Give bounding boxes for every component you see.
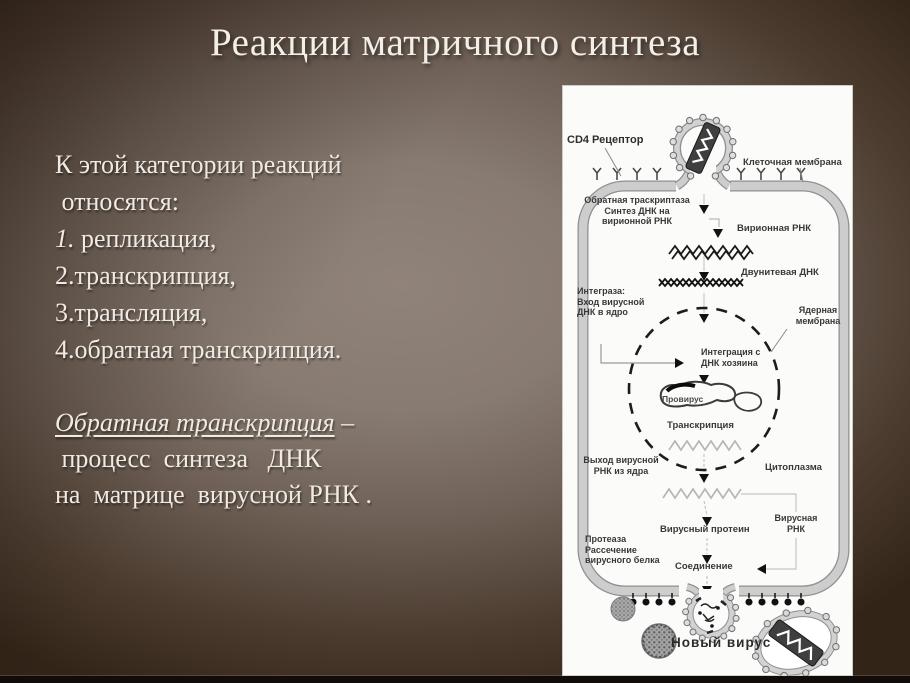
viral-rna-connector	[741, 493, 797, 574]
receptor-icons	[592, 167, 806, 180]
list-item: 1. репликация,	[55, 224, 217, 253]
definition-line-3: на матрице вирусной РНК .	[55, 480, 372, 509]
definition-term-line: Обратная транскрипция –	[55, 408, 355, 437]
label-new-virus: Новый вирус	[671, 635, 772, 650]
bottom-edge-highlight	[0, 675, 910, 676]
label-viral-rna: Вирусная РНК	[774, 513, 818, 534]
entering-virus-icon	[669, 113, 737, 190]
label-integration: Интеграция с ДНК хозяина	[701, 347, 761, 368]
list-item: 3.трансляция,	[55, 298, 208, 327]
diagram-graphics	[577, 113, 850, 677]
list-item: 4.обратная транскрипция.	[55, 335, 342, 364]
capsid-sphere-large	[641, 623, 677, 659]
virion-rna-zigzag	[668, 244, 754, 261]
label-cytoplasm: Цитоплазма	[765, 462, 822, 473]
label-virion-rna: Вирионная РНК	[737, 223, 812, 234]
cd4-pointer-line	[604, 147, 622, 177]
label-reverse-transcriptase: Обратная траскриптаза Синтез ДНК на вири…	[584, 195, 690, 227]
label-cell-membrane: Клеточная мембрана	[743, 157, 842, 168]
slide-title: Реакции матричного синтеза	[209, 21, 701, 64]
label-transcription: Транскрипция	[667, 420, 734, 431]
body-line-1: К этой категории реакций	[55, 150, 342, 179]
label-protease: Протеаза Рассечение вирусного белка	[585, 534, 660, 566]
flow-arrows	[699, 194, 723, 595]
viral-rna-core-icon	[685, 122, 721, 174]
label-viral-protein: Вирусный протеин	[660, 524, 750, 535]
definition-block: Обратная транскрипция – процесс синтеза …	[55, 405, 545, 513]
label-double-dna: Двунитевая ДНК	[741, 267, 819, 278]
mature-virus-icon	[751, 606, 841, 677]
cytoplasm-mrna-zigzag	[662, 487, 742, 500]
membrane-pointer-line	[799, 167, 804, 183]
budding-virus-icon	[682, 583, 740, 643]
label-assembly: Соединение	[675, 561, 733, 572]
capsid-sphere-small	[610, 596, 636, 622]
provirus-loop	[659, 380, 763, 412]
nuclear-mrna-zigzag	[668, 439, 742, 452]
list-item: 2.транскрипция,	[55, 261, 236, 290]
label-nuclear-membrane: Ядерная мембрана	[795, 305, 841, 326]
bottom-edge-strip	[0, 676, 910, 683]
label-integrase: Интеграза: Вход вирусной ДНК в ядро	[577, 286, 645, 318]
double-dna-zigzag	[658, 277, 744, 288]
integrase-connector	[600, 344, 684, 368]
definition-line-2: процесс синтеза ДНК	[55, 444, 322, 473]
label-cd4-receptor: CD4 Рецептор	[567, 134, 644, 146]
nucleus-dashed-circle	[627, 306, 781, 472]
nuclear-membrane-pointer-line	[770, 328, 788, 353]
hiv-lifecycle-diagram: CD4 Рецептор Клеточная мембрана Обратная…	[562, 85, 853, 677]
label-provirus: Провирус	[662, 394, 704, 404]
body-line-2: относятся:	[55, 187, 179, 216]
body-text-block: К этой категории реакций относятся: 1. ре…	[55, 146, 535, 368]
label-rna-exit: Выход вирусной РНК из ядра	[583, 455, 659, 476]
